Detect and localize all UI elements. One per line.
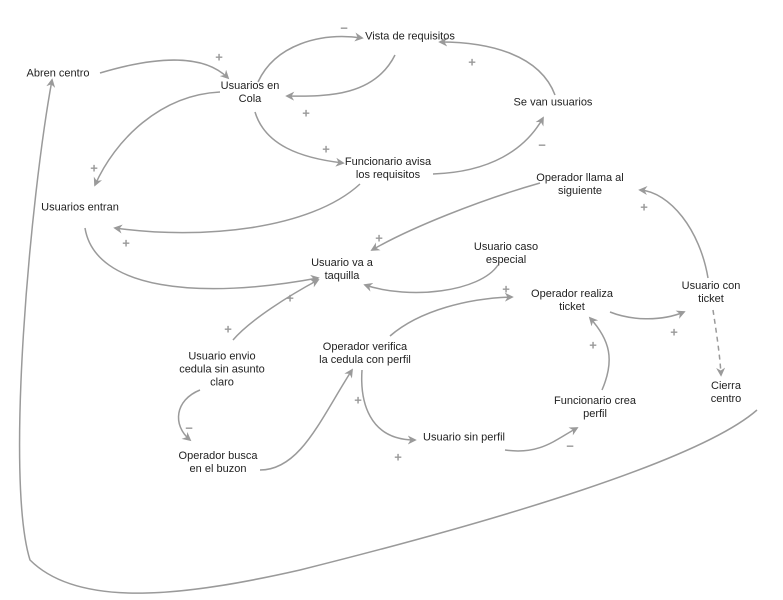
polarity-cola-to-entran: + bbox=[90, 160, 98, 176]
link-abren-to-cola bbox=[99, 59, 230, 80]
link-entran-to-taquilla bbox=[84, 227, 320, 290]
link-cierra-to-abren bbox=[18, 78, 758, 594]
node-vista-de-requisitos: Vista de requisitos bbox=[365, 30, 455, 43]
polarity-busca-to-verifica: + bbox=[354, 392, 362, 408]
link-cola-to-funcionario bbox=[254, 111, 345, 167]
polarity-crea-to-realiza: + bbox=[589, 337, 597, 353]
node-usuario-con-ticket: Usuario con ticket bbox=[681, 280, 741, 305]
node-usuario-va-taquilla: Usuario va a taquilla bbox=[311, 257, 373, 282]
node-se-van-usuarios: Se van usuarios bbox=[513, 96, 593, 109]
node-operador-busca-buzon: Operador busca en el buzon bbox=[178, 450, 258, 475]
polarity-realiza-to-con-ticket: + bbox=[670, 324, 678, 340]
polarity-envio-to-busca: − bbox=[185, 420, 193, 436]
link-caso-especial-to-taquilla bbox=[363, 264, 499, 294]
node-funcionario-crea-perfil: Funcionario crea perfil bbox=[554, 395, 636, 420]
polarity-cola-to-funcionario: + bbox=[322, 141, 330, 157]
link-verifica-to-sin-perfil bbox=[360, 369, 417, 445]
polarity-ticket-to-operador-llama: + bbox=[640, 199, 648, 215]
node-usuario-envio-cedula: Usuario envio cedula sin asunto claro bbox=[179, 350, 265, 389]
link-crea-to-realiza bbox=[588, 316, 610, 391]
link-ticket-to-operador-llama bbox=[638, 185, 709, 279]
polarity-cola-to-vista: − bbox=[340, 20, 348, 36]
polarity-se-van-to-vista: + bbox=[468, 54, 476, 70]
node-operador-verifica: Operador verifica la cedula con perfil bbox=[319, 341, 411, 366]
link-envio-to-taquilla bbox=[232, 279, 320, 341]
node-funcionario-avisa: Funcionario avisa los requisitos bbox=[344, 156, 432, 181]
link-operador-llama-to-taquilla bbox=[370, 182, 541, 251]
link-vista-to-cola bbox=[285, 54, 396, 101]
polarity-verifica-to-sin-perfil: + bbox=[394, 449, 402, 465]
link-verifica-to-realiza bbox=[389, 292, 514, 337]
polarity-sin-perfil-to-crea: − bbox=[566, 438, 574, 454]
link-sin-perfil-to-crea bbox=[504, 427, 579, 452]
polarity-funcionario-to-entran: + bbox=[122, 235, 130, 251]
node-usuarios-en-cola: Usuarios en Cola bbox=[220, 80, 280, 105]
polarity-funcionario-to-se-van: − bbox=[538, 137, 546, 153]
link-cola-to-entran bbox=[93, 91, 221, 187]
link-funcionario-to-se-van bbox=[432, 116, 544, 175]
node-operador-llama: Operador llama al siguiente bbox=[536, 172, 624, 197]
node-operador-realiza-ticket: Operador realiza ticket bbox=[531, 288, 613, 313]
polarity-entran-to-taquilla: + bbox=[286, 290, 294, 306]
node-usuario-caso-especial: Usuario caso especial bbox=[473, 241, 539, 266]
link-cola-to-vista bbox=[257, 32, 364, 83]
link-busca-to-verifica bbox=[259, 368, 353, 471]
polarity-verifica-to-realiza: + bbox=[502, 281, 510, 297]
node-usuario-sin-perfil: Usuario sin perfil bbox=[423, 431, 505, 444]
polarity-vista-to-cola: + bbox=[302, 105, 310, 121]
node-usuarios-entran: Usuarios entran bbox=[41, 201, 119, 214]
node-abren-centro: Abren centro bbox=[26, 67, 90, 80]
link-envio-to-busca bbox=[177, 389, 201, 442]
node-cierra-centro: Cierra centro bbox=[710, 380, 742, 405]
link-con-ticket-to-cierra bbox=[712, 309, 726, 377]
polarity-abren-to-cola: + bbox=[215, 49, 223, 65]
link-realiza-to-con-ticket bbox=[609, 310, 686, 320]
polarity-envio-to-taquilla: + bbox=[224, 321, 232, 337]
link-se-van-to-vista bbox=[438, 37, 556, 96]
polarity-operador-llama-to-taquilla: + bbox=[375, 230, 383, 246]
link-funcionario-to-entran bbox=[113, 183, 361, 234]
